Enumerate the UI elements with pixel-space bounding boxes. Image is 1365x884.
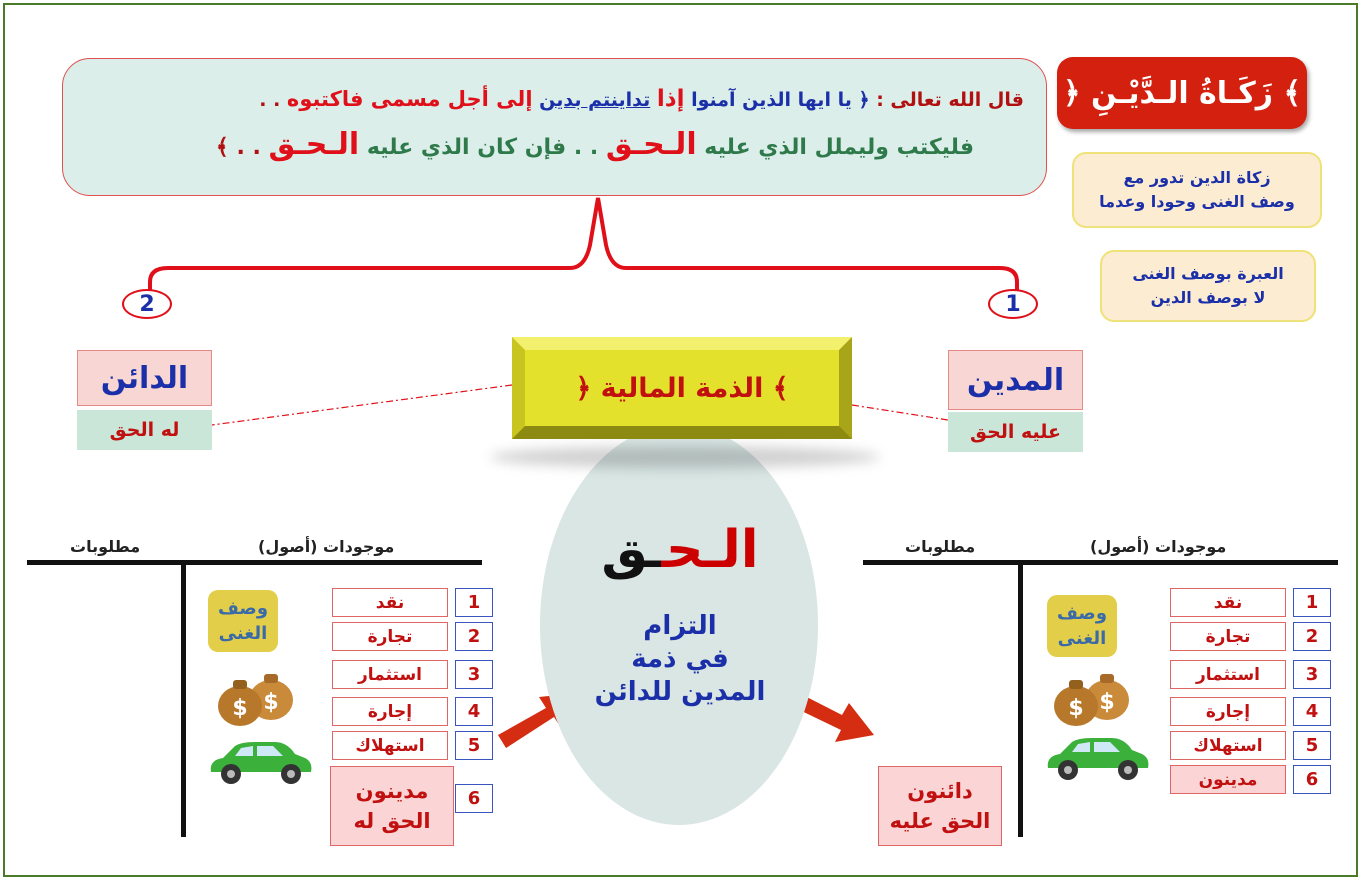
verse-line2-d: . . فإن كان الذي [420, 135, 599, 160]
obligation-line-3: المدين للدائن [594, 677, 766, 707]
verse-part-2: إذا [656, 86, 685, 112]
obligation-description: التزام في ذمة المدين للدائن [560, 610, 800, 709]
right-money-bags-icon: $ $ [1054, 674, 1129, 726]
creditor-title: الدائن [77, 350, 212, 406]
right-car-icon [1047, 738, 1149, 780]
right-item-6: مدينون [1170, 765, 1286, 794]
left-ledger-vline [181, 562, 186, 837]
right-item-4-number: 4 [1293, 697, 1331, 726]
svg-text:$: $ [1068, 696, 1083, 721]
verse-line2-f: الـحـق [268, 127, 360, 162]
right-wealth-badge: وصف الغنى [1047, 595, 1117, 657]
right-ledger-hline [863, 560, 1338, 565]
left-debtors-line-1: مدينون [355, 779, 429, 803]
note-1-line-2: وصف الغنى وحودا وعدما [1099, 192, 1295, 211]
right-item-5: استهلاك [1170, 731, 1286, 760]
verse-part-5: . . [259, 89, 281, 111]
haq-title-text: الـحـق [601, 520, 759, 580]
obligation-ellipse [540, 425, 818, 825]
creditor-subtitle: له الحق [77, 410, 212, 450]
note-1-line-1: زكاة الدين تدور مع [1123, 168, 1271, 187]
verse-line2-g: . . ﴾ [215, 135, 261, 160]
note-wealth-rule: العبرة بوصف الغنى لا بوصف الدين [1100, 250, 1316, 322]
right-liabilities-label: مطلوبات [905, 537, 976, 556]
debtor-subtitle: عليه الحق [948, 412, 1083, 452]
verse-box: قال الله تعالى : ﴿ يا ايها الذين آمنوا إ… [62, 58, 1047, 196]
verse-line2-a: فليكتب وليملل الذي [758, 135, 974, 160]
gold-box-shadow [490, 446, 880, 468]
arrow-center-to-right [785, 690, 874, 742]
verse-line2-e: عليه [366, 135, 414, 160]
note-2-line-2: لا بوصف الدين [1150, 288, 1266, 307]
left-item-6-number: 6 [455, 784, 493, 813]
branch-number-2: 2 [122, 289, 172, 319]
right-item-2-number: 2 [1293, 622, 1331, 651]
svg-text:$: $ [232, 696, 247, 721]
right-item-5-number: 5 [1293, 731, 1331, 760]
obligation-line-1: التزام [643, 611, 717, 641]
verse-line2-b: عليه [704, 135, 751, 160]
verse-line2-c: الـحـق [605, 127, 697, 162]
left-item-2: تجارة [332, 622, 448, 651]
left-item-5-number: 5 [455, 731, 493, 760]
left-item-4: إجارة [332, 697, 448, 726]
left-wealth-badge: وصف الغنى [208, 590, 278, 652]
left-debtors-line-2: الحق له [353, 809, 431, 833]
verse-part-3: تداينتم بدين [539, 89, 651, 111]
left-item-2-number: 2 [455, 622, 493, 651]
right-item-1: نقد [1170, 588, 1286, 617]
right-wealth-line-2: الغنى [1057, 628, 1107, 649]
left-assets-label: موجودات (أصول) [258, 537, 395, 556]
svg-text:$: $ [1099, 690, 1114, 715]
left-car-icon [210, 742, 312, 784]
debtor-dash-line [851, 404, 949, 421]
verse-part-1: ﴿ يا ايها الذين آمنوا [691, 89, 870, 111]
note-2-line-1: العبرة بوصف الغنى [1132, 264, 1284, 283]
left-liabilities-label: مطلوبات [70, 537, 141, 556]
obligation-line-2: في ذمة [631, 644, 729, 674]
right-creditors-box: دائنون الحق عليه [878, 766, 1002, 846]
left-ledger-hline [27, 560, 482, 565]
verse-intro: قال الله تعالى : [876, 89, 1024, 111]
page-title: ﴿ زَكَـاةُ الـدَّيْـنِ ﴾ [1057, 57, 1307, 129]
svg-text:$: $ [263, 690, 278, 715]
financial-liability-box: ﴿ الذمة المالية ﴾ [512, 337, 852, 439]
left-wealth-line-1: وصف [217, 598, 269, 619]
bracket-line [148, 197, 1019, 290]
right-item-4: إجارة [1170, 697, 1286, 726]
left-item-1: نقد [332, 588, 448, 617]
left-wealth-line-2: الغنى [218, 623, 268, 644]
right-item-3-number: 3 [1293, 660, 1331, 689]
right-item-2: تجارة [1170, 622, 1286, 651]
left-money-bags-icon: $ $ [218, 674, 293, 726]
left-item-3-number: 3 [455, 660, 493, 689]
left-debtors-box: مدينون الحق له [330, 766, 454, 846]
left-item-4-number: 4 [455, 697, 493, 726]
right-item-6-number: 6 [1293, 765, 1331, 794]
right-creditors-line-2: الحق عليه [889, 809, 991, 833]
right-item-3: استثمار [1170, 660, 1286, 689]
right-assets-label: موجودات (أصول) [1090, 537, 1227, 556]
haq-title: الـحـق [560, 520, 800, 580]
right-item-1-number: 1 [1293, 588, 1331, 617]
right-ledger-vline [1018, 562, 1023, 837]
left-item-3: استثمار [332, 660, 448, 689]
left-item-5: استهلاك [332, 731, 448, 760]
verse-part-4: إلى أجل مسمى فاكتبوه [286, 87, 533, 111]
debtor-title: المدين [948, 350, 1083, 410]
left-item-1-number: 1 [455, 588, 493, 617]
branch-number-1: 1 [988, 289, 1038, 319]
right-creditors-line-1: دائنون [907, 779, 973, 803]
creditor-dash-line [211, 384, 513, 426]
note-zakat-rule: زكاة الدين تدور مع وصف الغنى وحودا وعدما [1072, 152, 1322, 228]
right-wealth-line-1: وصف [1056, 603, 1108, 624]
page-frame [3, 3, 1358, 877]
